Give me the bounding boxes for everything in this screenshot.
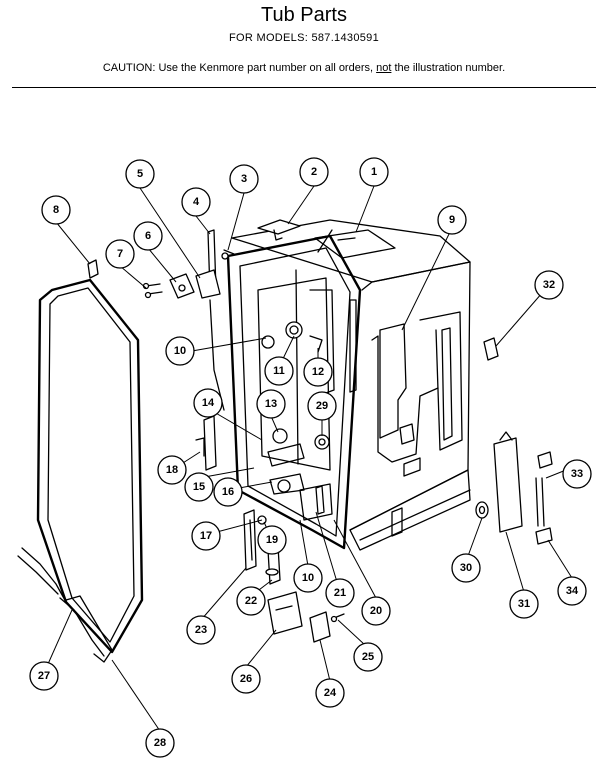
callout-10-upper-label: 10 <box>174 345 186 357</box>
callout-29: 29 <box>307 391 337 421</box>
caution-not: not <box>376 62 392 74</box>
callout-19-label: 19 <box>266 534 278 546</box>
callout-20: 20 <box>361 596 391 626</box>
leader-lines <box>47 185 573 732</box>
callout-1: 1 <box>359 157 389 187</box>
caution-prefix: CAUTION: Use the Kenmore part number on … <box>102 62 374 74</box>
callout-29-label: 29 <box>316 400 328 412</box>
callout-19: 19 <box>257 525 287 555</box>
callout-7: 7 <box>105 239 135 269</box>
callout-2: 2 <box>299 157 329 187</box>
callout-30-label: 30 <box>460 562 472 574</box>
caution-suffix: the illustration number. <box>394 62 506 74</box>
callout-13-label: 13 <box>265 398 277 410</box>
callout-4: 4 <box>181 187 211 217</box>
callout-23-label: 23 <box>195 624 207 636</box>
callout-16: 16 <box>213 477 243 507</box>
callout-21-label: 21 <box>334 587 346 599</box>
callout-11: 11 <box>264 356 294 386</box>
callout-31-label: 31 <box>518 598 530 610</box>
callout-3-label: 3 <box>241 173 247 185</box>
callout-6: 6 <box>133 221 163 251</box>
callout-3: 3 <box>229 164 259 194</box>
callout-26-label: 26 <box>240 673 252 685</box>
callout-21: 21 <box>325 578 355 608</box>
callout-10-upper: 10 <box>165 336 195 366</box>
callout-6-label: 6 <box>145 230 151 242</box>
callout-22-label: 22 <box>245 595 257 607</box>
callout-15: 15 <box>184 472 214 502</box>
callout-27: 27 <box>29 661 59 691</box>
callout-23: 23 <box>186 615 216 645</box>
door-gasket <box>17 278 144 663</box>
callout-14-label: 14 <box>202 397 215 409</box>
callout-9-label: 9 <box>449 214 455 226</box>
callout-34-label: 34 <box>566 585 579 597</box>
callout-11-label: 11 <box>273 365 285 377</box>
callout-16-label: 16 <box>222 486 234 498</box>
callout-9: 9 <box>437 205 467 235</box>
callout-8-label: 8 <box>53 204 59 216</box>
callout-5: 5 <box>125 159 155 189</box>
callout-33-label: 33 <box>571 468 583 480</box>
callout-34: 34 <box>557 576 587 606</box>
callout-10-lower: 10 <box>293 563 323 593</box>
callout-26: 26 <box>231 664 261 694</box>
callout-18-label: 18 <box>166 464 178 476</box>
callout-24-label: 24 <box>324 687 337 699</box>
header-divider <box>12 87 596 88</box>
callout-25: 25 <box>353 642 383 672</box>
models-label: FOR MODELS: <box>229 32 309 44</box>
model-number: 587.1430591 <box>311 32 379 44</box>
callout-1-label: 1 <box>371 166 377 178</box>
callout-31: 31 <box>509 589 539 619</box>
models-line: FOR MODELS: 587.1430591 <box>0 32 608 44</box>
page-title: Tub Parts <box>261 4 347 26</box>
callout-13: 13 <box>256 389 286 419</box>
callout-8: 8 <box>41 195 71 225</box>
callout-32-label: 32 <box>543 279 555 291</box>
callout-33: 33 <box>562 459 592 489</box>
callout-20-label: 20 <box>370 605 382 617</box>
callout-25-label: 25 <box>362 651 374 663</box>
callout-28: 28 <box>145 728 175 758</box>
caution-note: CAUTION: Use the Kenmore part number on … <box>0 62 608 74</box>
callout-28-label: 28 <box>154 737 166 749</box>
callout-2-label: 2 <box>311 166 317 178</box>
callout-18: 18 <box>157 455 187 485</box>
callout-7-label: 7 <box>117 248 123 260</box>
small-parts <box>87 219 553 643</box>
callout-12-label: 12 <box>312 366 324 378</box>
tub-assembly <box>226 219 471 551</box>
callout-12: 12 <box>303 357 333 387</box>
callout-17-label: 17 <box>200 530 212 542</box>
callout-24: 24 <box>315 678 345 708</box>
callout-27-label: 27 <box>38 670 50 682</box>
callout-30: 30 <box>451 553 481 583</box>
callout-32: 32 <box>534 270 564 300</box>
callout-17: 17 <box>191 521 221 551</box>
callout-5-label: 5 <box>137 168 143 180</box>
callout-22: 22 <box>236 586 266 616</box>
callout-10-lower-label: 10 <box>302 572 314 584</box>
callout-4-label: 4 <box>193 196 200 208</box>
callout-15-label: 15 <box>193 481 205 493</box>
callout-14: 14 <box>193 388 223 418</box>
